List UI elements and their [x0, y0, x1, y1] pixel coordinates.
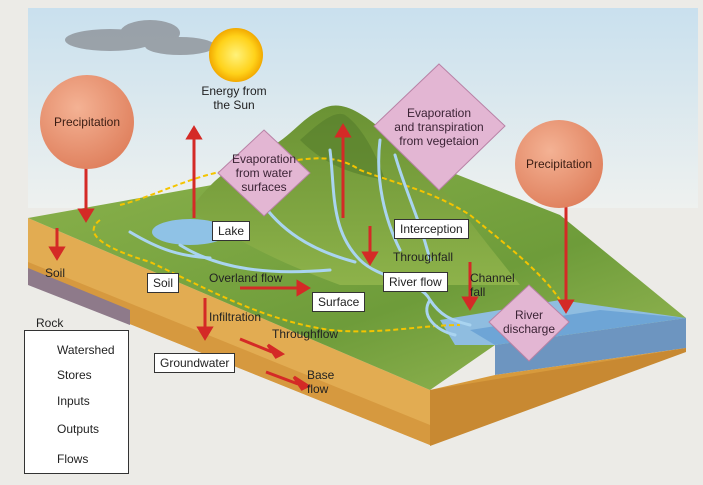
store-river-flow: River flow [383, 272, 448, 292]
store-surface: Surface [312, 292, 366, 312]
store-soil: Soil [147, 273, 180, 293]
output-diamond-evapotranspiration [373, 63, 506, 191]
watershed-line [119, 157, 561, 301]
flow-base-flow: Base flow [307, 368, 335, 396]
flow-throughflow: Throughflow [272, 327, 339, 341]
legend-item-stores: Stores [57, 368, 92, 382]
flow-arrows [48, 123, 575, 391]
layer-rock-label: Rock [36, 316, 64, 330]
layer-soil-label: Soil [45, 266, 66, 280]
legend-item-flows: Flows [57, 452, 89, 466]
output-evapotranspiration-label: Evaporation and transpiration from veget… [394, 106, 484, 148]
sun-energy-label: Energy from the Sun [201, 84, 267, 112]
input-precipitation-left-label: Precipitation [53, 115, 121, 129]
store-lake: Lake [212, 221, 251, 241]
legend-item-outputs: Outputs [57, 422, 100, 436]
output-evaporation-water-label: Evaporation from water surfaces [231, 152, 297, 194]
lake [152, 219, 228, 245]
cloud [65, 20, 215, 55]
output-diamond-river-discharge [488, 284, 570, 362]
rock-layer [28, 268, 130, 325]
output-river-discharge-label: River discharge [502, 308, 556, 336]
flow-throughfall: Throughfall [393, 250, 454, 264]
input-precipitation-right-label: Precipitation [525, 157, 593, 171]
legend: Watershed Stores Inputs Outputs Flows [24, 330, 129, 474]
flow-overland-flow: Overland flow [209, 271, 283, 285]
store-groundwater: Groundwater [154, 353, 236, 373]
sun-icon [209, 28, 263, 82]
legend-item-inputs: Inputs [57, 394, 90, 408]
legend-item-watershed: Watershed [57, 343, 115, 357]
output-diamond-evaporation-water [217, 129, 311, 217]
watershed-line [92, 219, 461, 333]
flow-infiltration: Infiltration [209, 310, 262, 324]
input-circle-precipitation-right [515, 120, 603, 208]
sea-side-face [495, 318, 686, 375]
store-interception: Interception [394, 219, 469, 239]
river-network [128, 138, 472, 337]
input-circle-precipitation-left [40, 75, 134, 169]
flow-channel-fall: Channel fall [470, 271, 515, 299]
